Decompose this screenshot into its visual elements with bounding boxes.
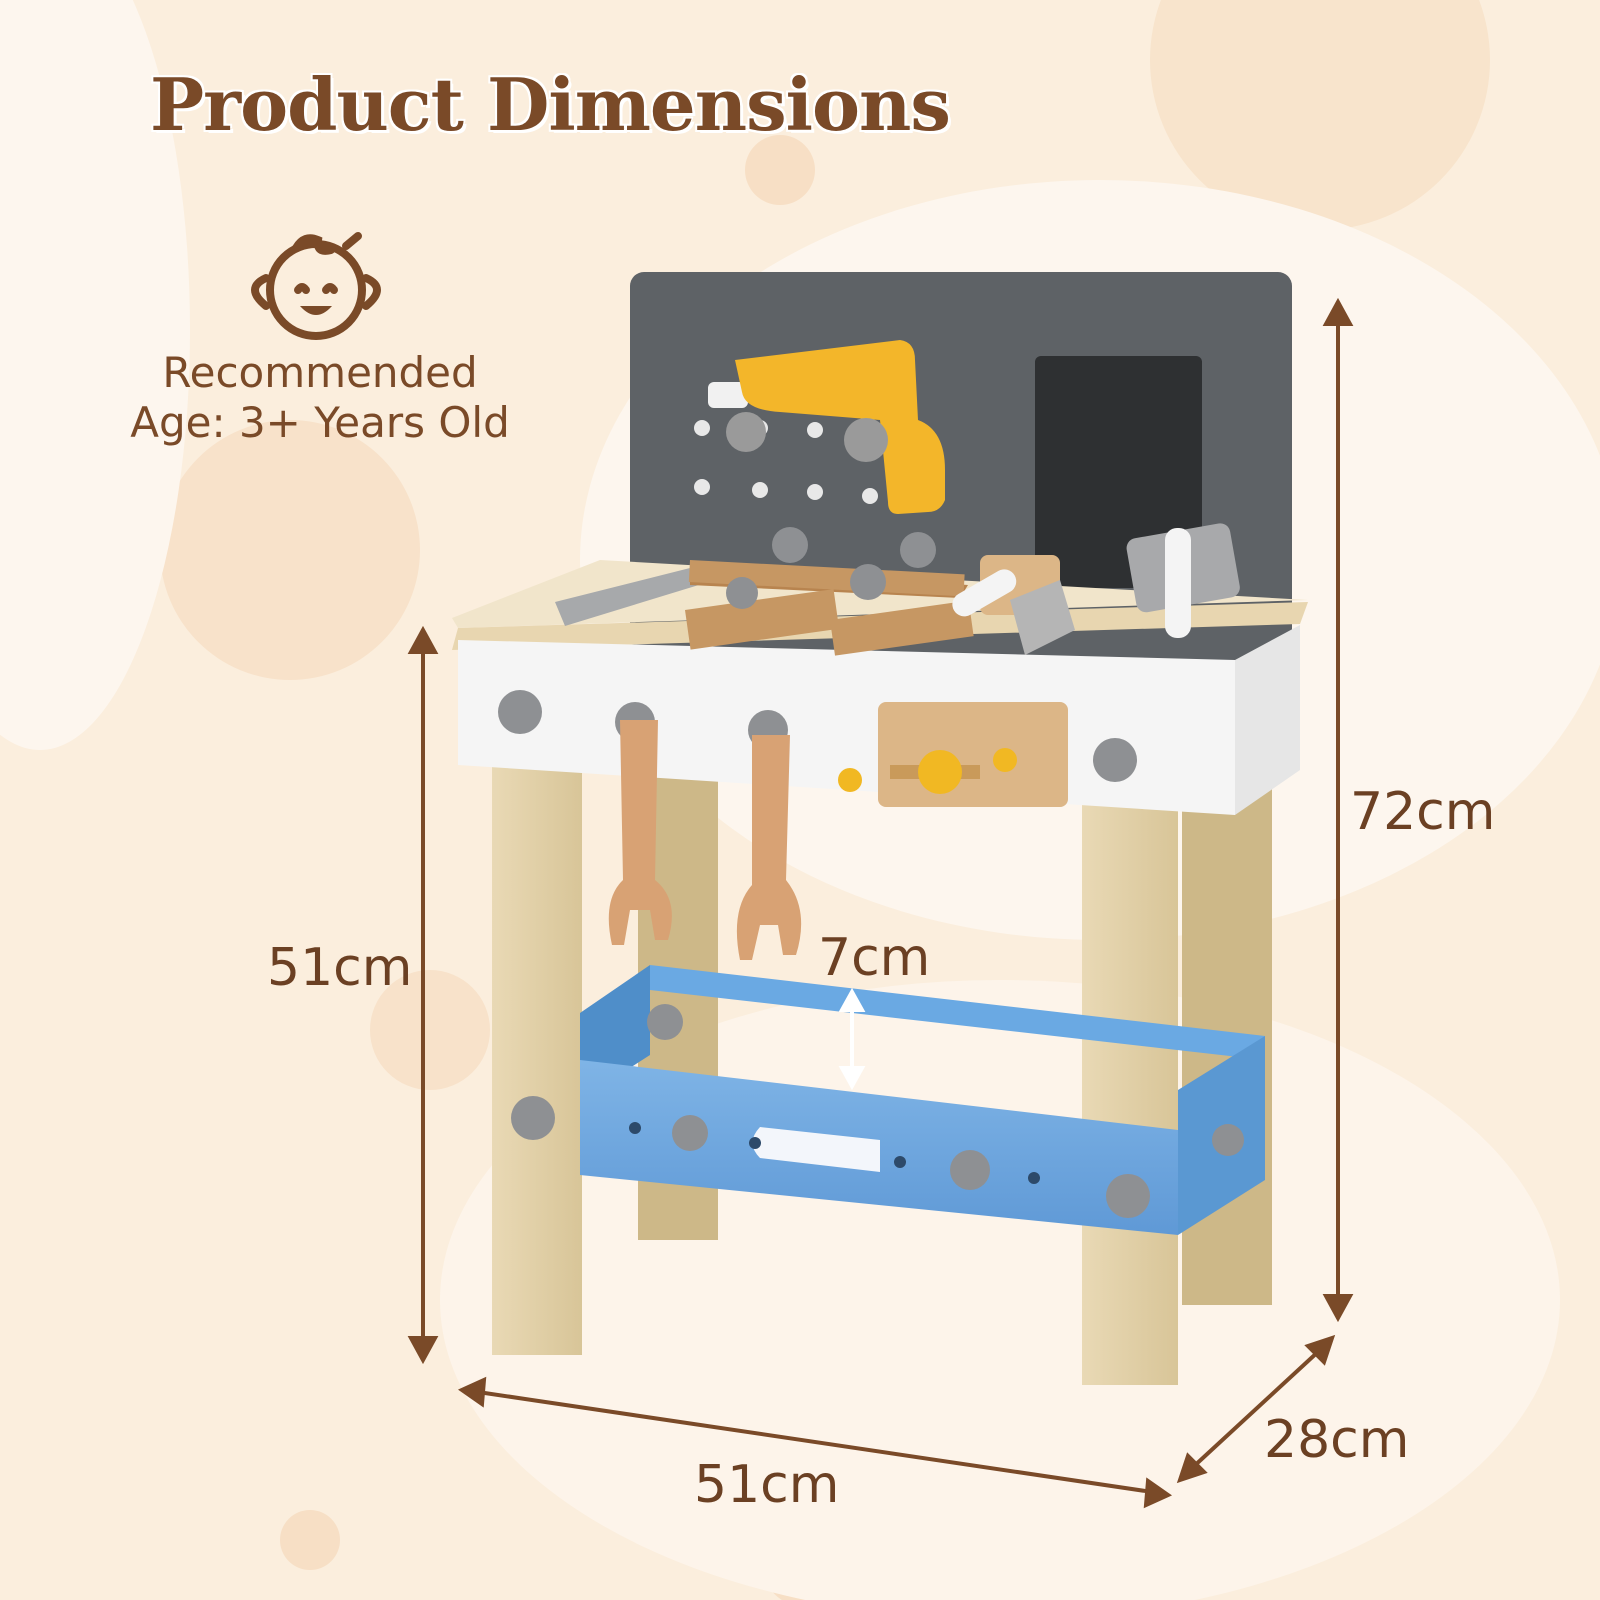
baby-face-icon [251, 232, 381, 340]
age-line-1: Recommended [162, 348, 478, 397]
total-height-label: 72cm [1350, 782, 1496, 842]
shelf-depth-label: 7cm [818, 928, 931, 988]
age-line-2: Age: 3+ Years Old [130, 398, 510, 447]
page-title: Product Dimensions [150, 62, 951, 147]
width-label: 51cm [694, 1455, 840, 1515]
table-height-label: 51cm [267, 938, 413, 998]
age-recommendation: Recommended Age: 3+ Years Old [110, 348, 530, 448]
depth-label: 28cm [1264, 1410, 1410, 1470]
